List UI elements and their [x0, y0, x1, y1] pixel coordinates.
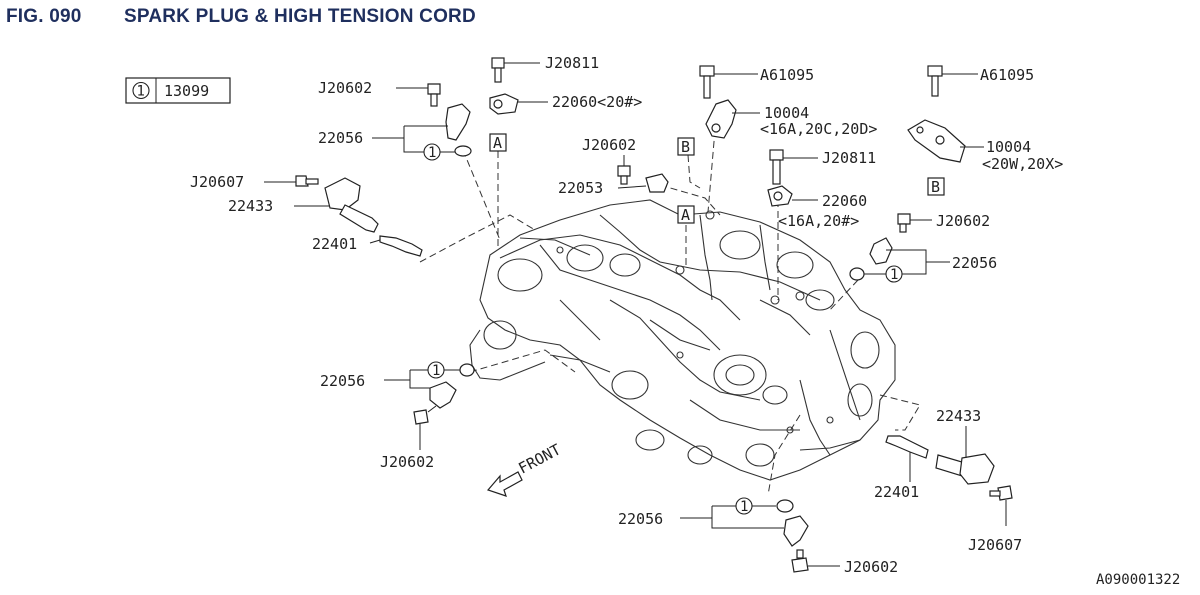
ref-b-middle: B: [681, 138, 690, 156]
cam-sensor-22056-right: 1 22056: [849, 237, 997, 283]
sensor-22053: 22053: [558, 173, 669, 197]
cam-sensor-22056-left: 1 22056: [320, 361, 475, 409]
bracket-10004-left: 10004 <16A,20C,20D>: [705, 99, 877, 139]
label-22060-middle: 22060: [822, 192, 867, 210]
label-a61095-left: A61095: [760, 66, 814, 84]
label-j20602-middle: J20602: [582, 136, 636, 154]
label-22056-top-left: 22056: [318, 129, 363, 147]
ref-a-top: A: [493, 134, 502, 152]
ignition-coil-22433-right: 22433: [935, 407, 995, 485]
bolt-j20602-right: J20602: [897, 212, 990, 233]
label-10004-right: 10004: [986, 138, 1031, 156]
legend-box: 1 13099: [125, 77, 231, 104]
front-arrow: FRONT: [486, 440, 564, 497]
label-22056-left: 22056: [320, 372, 365, 390]
label-j20811-middle: J20811: [822, 149, 876, 167]
spark-plug-22401-left: 22401: [312, 235, 423, 257]
label-22433-right: 22433: [936, 407, 981, 425]
engine-cylinder-head: [469, 199, 896, 481]
cam-sensor-22056-top-left: 1 22056: [318, 103, 472, 161]
knock-sensor-22060-middle: 22060 <16A,20#>: [767, 185, 867, 230]
dashed-leaders: [419, 129, 921, 496]
bracket-10004-right: 10004 <20W,20X>: [907, 119, 1063, 173]
figure-number: FIG. 090: [6, 6, 82, 27]
label-22401-left: 22401: [312, 235, 357, 253]
label-j20602-bottom: J20602: [844, 558, 898, 576]
diagram-id: A090001322: [1096, 572, 1180, 588]
label-a61095-right: A61095: [980, 66, 1034, 84]
legend-circle-symbol: [132, 81, 150, 100]
label-22433-left: 22433: [228, 197, 273, 215]
label-j20811-top: J20811: [545, 54, 599, 72]
circle-mark-1a-text: 1: [428, 145, 436, 161]
ignition-coil-22433-left: 22433: [228, 177, 379, 233]
label-j20607-right: J20607: [968, 536, 1022, 554]
label-j20602-bottom-left: J20602: [380, 453, 434, 471]
bolt-j20607-right: J20607: [968, 485, 1022, 554]
label-22053: 22053: [558, 179, 603, 197]
label-j20607-left: J20607: [190, 173, 244, 191]
bolt-j20602-top-left: J20602: [318, 79, 441, 107]
label-10004-left-note: <16A,20C,20D>: [760, 120, 877, 138]
bolt-a61095-right: A61095: [927, 65, 1034, 97]
label-j20602-top-left: J20602: [318, 79, 372, 97]
circle-mark-1b-text: 1: [890, 267, 898, 283]
figure-title: SPARK PLUG & HIGH TENSION CORD: [124, 6, 476, 27]
circle-mark-1c-text: 1: [432, 363, 440, 379]
bolt-j20602-bottom-left: J20602: [380, 405, 437, 471]
circle-mark-1d-text: 1: [740, 499, 748, 515]
front-label: FRONT: [515, 440, 563, 477]
legend-circle-text: 1: [137, 84, 145, 100]
cam-sensor-22056-bottom: 1 22056: [618, 497, 809, 547]
label-22060-middle-note: <16A,20#>: [778, 212, 859, 230]
bolt-j20602-middle: J20602: [582, 136, 636, 185]
bolt-j20811-top: J20811: [491, 54, 599, 83]
ref-box-a-middle: A: [677, 205, 695, 224]
knock-sensor-22060-top: 22060<20#>: [489, 93, 642, 115]
label-10004-left: 10004: [764, 104, 809, 122]
bolt-j20811-middle: J20811: [769, 149, 876, 185]
bolt-a61095-left: A61095: [699, 65, 814, 99]
ref-box-b-middle: B: [677, 137, 695, 156]
ref-a-middle: A: [681, 206, 690, 224]
label-22401-right: 22401: [874, 483, 919, 501]
label-10004-right-note: <20W,20X>: [982, 155, 1063, 173]
legend-part-number: 13099: [164, 82, 209, 100]
bolt-j20607-left: J20607: [190, 173, 319, 191]
label-22060-top: 22060<20#>: [552, 93, 642, 111]
bolt-j20602-bottom: J20602: [791, 549, 898, 576]
ref-box-a-top: A: [489, 133, 507, 152]
label-22056-bottom: 22056: [618, 510, 663, 528]
label-j20602-right: J20602: [936, 212, 990, 230]
ref-box-b-right: B: [927, 177, 945, 196]
label-22056-right: 22056: [952, 254, 997, 272]
spark-plug-22401-right: 22401: [874, 435, 929, 501]
ref-b-right: B: [931, 178, 940, 196]
